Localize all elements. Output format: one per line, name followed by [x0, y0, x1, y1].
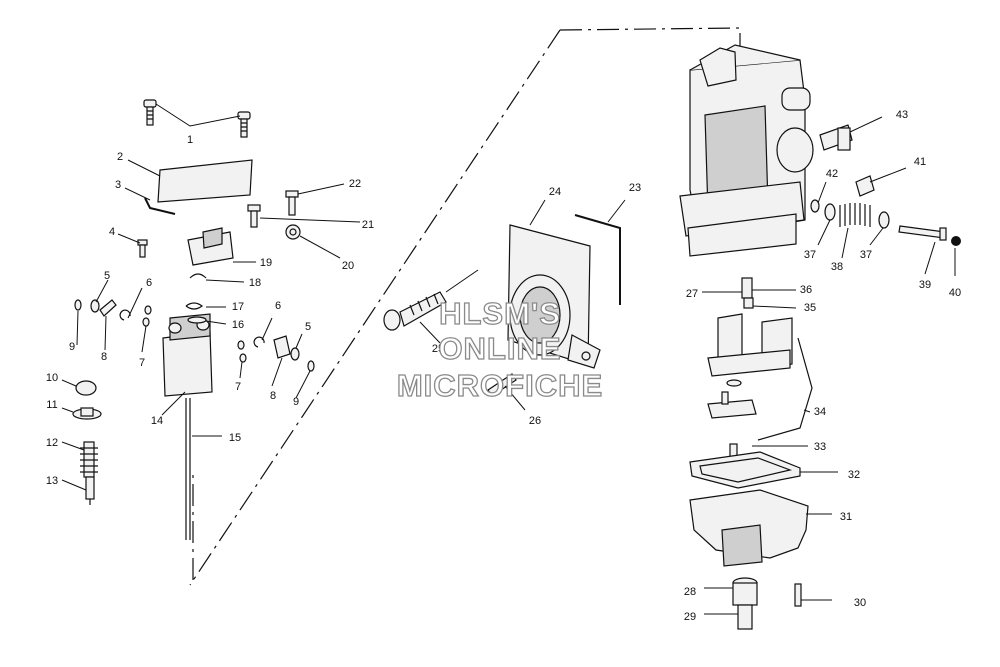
part-43-fitting: [819, 116, 883, 151]
part-15-jet-needle: [185, 398, 222, 540]
callout-c9b: 9: [293, 396, 299, 408]
callout-c3: 3: [115, 179, 121, 191]
callout-c24: 24: [549, 186, 561, 198]
callout-c18: 18: [249, 277, 261, 289]
part-16-ring: [187, 316, 207, 324]
callout-c37b: 37: [860, 249, 872, 261]
callout-c42: 42: [826, 168, 838, 180]
callout-c37a: 37: [804, 249, 816, 261]
callout-c23: 23: [629, 182, 641, 194]
callout-c31: 31: [840, 511, 852, 523]
callout-c4: 4: [109, 226, 115, 238]
part-linkage-left: [74, 279, 152, 353]
callout-c20: 20: [342, 260, 354, 272]
part-39-idle-screw: [898, 225, 947, 275]
part-19-bracket: [187, 227, 256, 266]
part-10-cap: [75, 380, 97, 396]
part-float-assembly: [707, 313, 793, 387]
part-30-screw: [794, 583, 832, 607]
part-23-seal: [574, 214, 621, 305]
part-4-screw: [117, 233, 148, 258]
part-17-clip: [185, 302, 204, 310]
callout-c6b: 6: [275, 300, 281, 312]
carburetor-body: [679, 44, 814, 257]
watermark-line-1: HLSM'S: [439, 296, 561, 331]
part-20-nut: [285, 224, 341, 259]
part-35-jet: [743, 297, 797, 309]
callout-c33: 33: [814, 441, 826, 453]
callout-c14: 14: [151, 415, 163, 427]
assembly-boundary-line: [189, 27, 741, 586]
callout-c28: 28: [684, 586, 696, 598]
callout-c38: 38: [831, 261, 843, 273]
callout-c43: 43: [896, 109, 908, 121]
callout-c17: 17: [232, 301, 244, 313]
part-linkage-right: [237, 317, 315, 399]
callout-c30: 30: [854, 597, 866, 609]
callout-c16: 16: [232, 319, 244, 331]
watermark-line-2: ONLINE: [438, 331, 561, 366]
callout-c12: 12: [46, 437, 58, 449]
part-31-float-bowl: [689, 489, 832, 567]
callout-c7b: 7: [235, 381, 241, 393]
part-11-seat: [61, 407, 102, 420]
part-14-throttle-slide: [161, 313, 213, 416]
callout-c13: 13: [46, 475, 58, 487]
part-22-screw: [285, 183, 345, 216]
callout-c27: 27: [686, 288, 698, 300]
part-25-screw: [383, 269, 479, 344]
part-2-cover-plate: [157, 159, 253, 203]
callout-c19: 19: [260, 257, 272, 269]
part-1-screws: [143, 99, 251, 138]
part-3-gasket: [144, 197, 176, 215]
callout-c26: 26: [529, 415, 541, 427]
callout-c41: 41: [914, 156, 926, 168]
callout-c25: 25: [432, 343, 444, 355]
callout-c11: 11: [46, 399, 57, 411]
part-37-washers: [817, 203, 890, 246]
callout-c34: 34: [814, 406, 826, 418]
callout-c8a: 8: [101, 351, 107, 363]
callout-c6a: 6: [146, 277, 152, 289]
part-36-jet: [741, 277, 796, 299]
part-41-cap: [855, 167, 907, 197]
callout-c35: 35: [804, 302, 816, 314]
part-18-clip: [189, 273, 207, 279]
part-28-29-fitting: [704, 577, 758, 630]
part-12-spring: [61, 441, 98, 478]
part-42-washer: [810, 181, 827, 213]
callout-c40: 40: [949, 287, 961, 299]
callout-c5a: 5: [104, 270, 110, 282]
callout-c9a: 9: [69, 341, 75, 353]
callout-c7a: 7: [139, 357, 145, 369]
callout-c15: 15: [229, 432, 241, 444]
callout-c10: 10: [46, 372, 58, 384]
part-34-float-arm: [757, 337, 813, 441]
part-26-pin: [487, 373, 526, 411]
callout-c5b: 5: [305, 321, 311, 333]
part-32-bowl-gasket: [689, 451, 838, 489]
callout-c32: 32: [848, 469, 860, 481]
callout-c36: 36: [800, 284, 812, 296]
callout-c8b: 8: [270, 390, 276, 402]
part-21-screw: [247, 204, 361, 228]
callout-c2: 2: [117, 151, 123, 163]
part-needle-valve-holder: [707, 391, 757, 419]
callout-c1: 1: [187, 134, 193, 146]
callout-c39: 39: [919, 279, 931, 291]
callout-c21: 21: [362, 219, 374, 231]
callout-c22: 22: [349, 178, 361, 190]
callout-c29: 29: [684, 611, 696, 623]
watermark: HLSM'S ONLINE MICROFICHE: [396, 295, 603, 403]
part-24-intake-adapter: [507, 199, 601, 369]
part-13-needle: [61, 476, 95, 505]
part-38-spring: [839, 203, 871, 259]
watermark-line-3: MICROFICHE: [397, 368, 603, 403]
part-40-knob: [951, 236, 961, 276]
